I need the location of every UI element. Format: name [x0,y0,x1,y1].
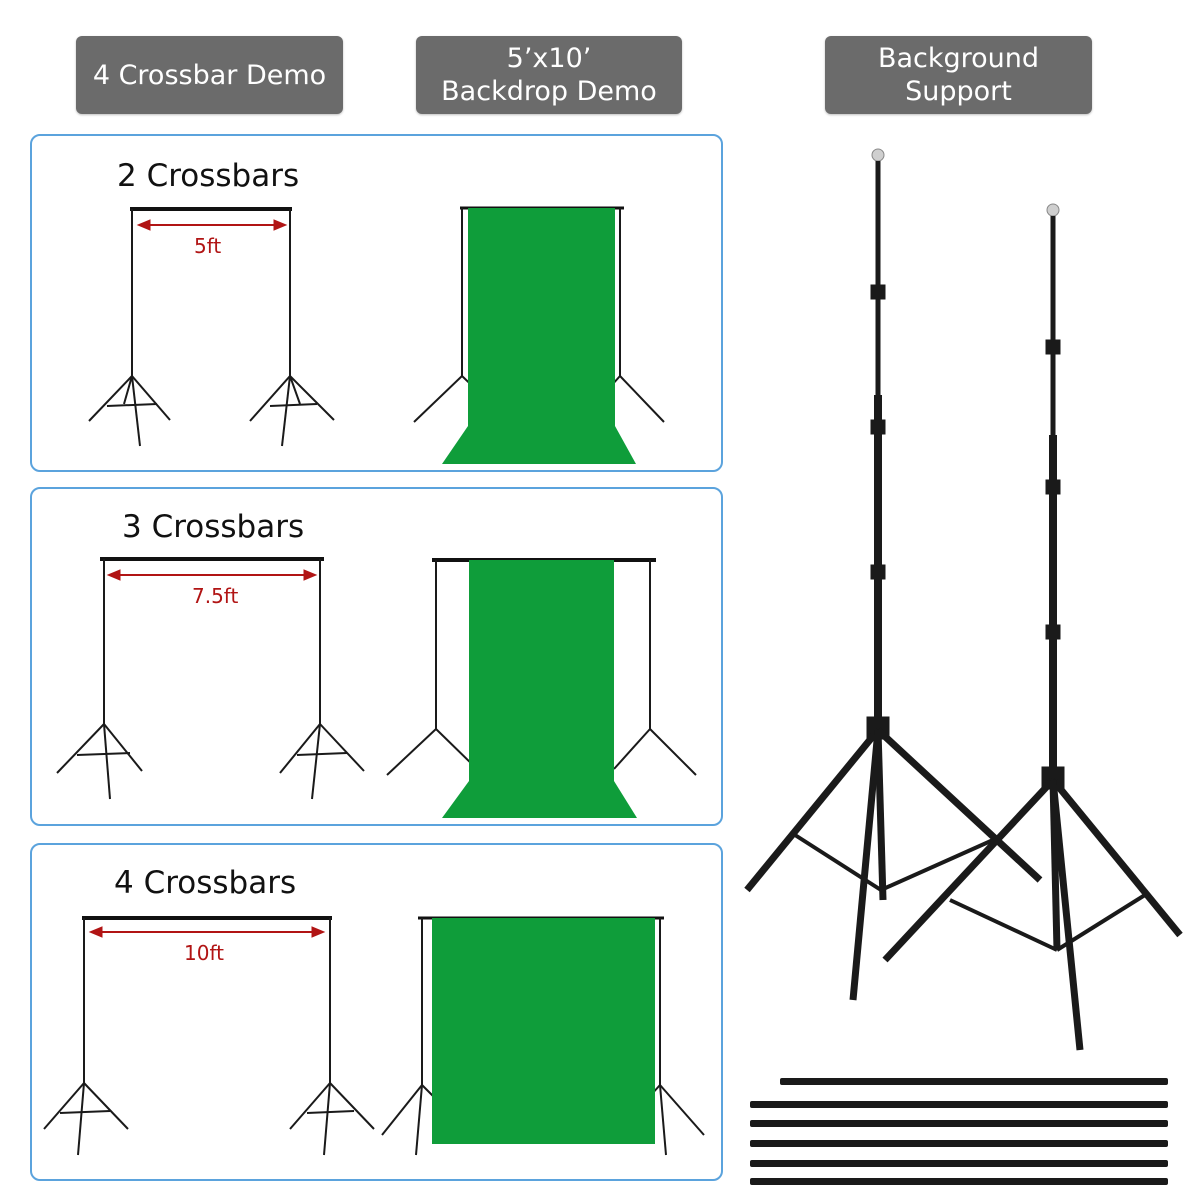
green-backdrop-icon [432,918,655,1144]
crossbar-rod-icon [750,1078,1168,1185]
tab-background-support: Background Support [825,36,1092,114]
green-backdrop-icon [442,560,637,818]
stand-scene [56,557,697,818]
panel-title: 4 Crossbars [114,865,297,901]
tab-background-support-line1: Background [877,43,1040,74]
tab-backdrop-demo-line2: Backdrop Demo [441,76,657,107]
dimension-arrow-icon [106,569,318,581]
light-stand-icon [56,559,143,800]
tab-background-support-line2: Support [905,76,1012,107]
light-stand-icon [882,203,1183,1051]
panel-title: 2 Crossbars [117,158,300,194]
light-stand-icon [88,209,171,447]
width-label: 7.5ft [192,584,239,608]
light-stand-icon [249,209,335,447]
tab-crossbar-demo: 4 Crossbar Demo [76,36,343,114]
light-stand-icon [43,918,129,1156]
stand-scene [88,206,665,464]
width-label: 5ft [194,234,222,258]
background-support-art [744,148,1183,1185]
light-stand-icon [289,918,375,1156]
panel-4-crossbars: 4 Crossbars 10ft [30,843,723,1181]
light-stand-icon [744,148,1043,1001]
tab-crossbar-demo-label: 4 Crossbar Demo [92,59,327,91]
green-backdrop-icon [442,208,636,464]
light-stand-icon [613,560,697,776]
width-label: 10ft [184,941,224,965]
dimension-arrow-icon [136,219,288,231]
panel-3-crossbars: 3 Crossbars 7.5ft [30,487,723,826]
tab-backdrop-demo-line1: 5’x10’ [506,43,592,74]
light-stand-icon [279,559,365,800]
stand-scene [43,916,705,1156]
panel-2-crossbars: 2 Crossbars 5ft [30,134,723,472]
dimension-arrow-icon [88,926,326,938]
panel-title: 3 Crossbars [122,509,305,545]
tab-backdrop-demo: 5’x10’ Backdrop Demo [416,36,682,114]
light-stand-icon [386,560,478,776]
